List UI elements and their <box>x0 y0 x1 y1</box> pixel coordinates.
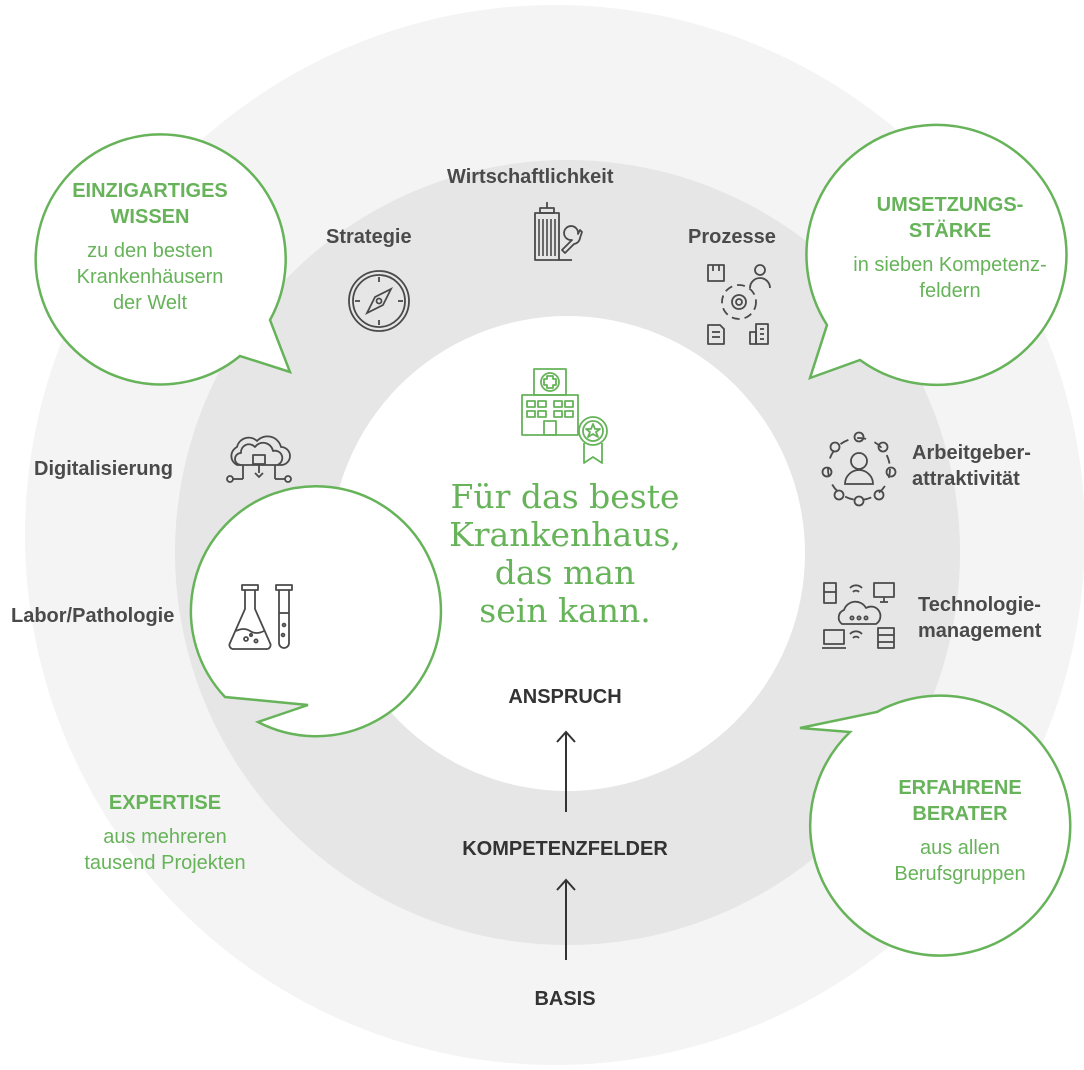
bubble-title-line: WISSEN <box>110 206 190 228</box>
bubble-title-line: EXPERTISE <box>108 792 222 814</box>
hospital-award-icon <box>521 368 608 464</box>
bubble-wissen: EINZIGARTIGES WISSEN zu den besten Krank… <box>40 178 260 316</box>
center-statement: Für das beste Krankenhaus, das man sein … <box>400 478 730 630</box>
label-strategie: Strategie <box>326 226 412 248</box>
label-arbeitgeber: Arbeitgeber- attraktivität <box>912 440 1031 492</box>
bubble-text-line: zu den besten <box>87 240 213 262</box>
bubble-title-line: BERATER <box>912 803 1008 825</box>
bubble-shape-expertise <box>189 485 443 738</box>
bubble-text-line: aus allen <box>919 837 1001 859</box>
level-label-kompetenzfelder: KOMPETENZFELDER <box>462 838 668 860</box>
bubble-title-line: STÄRKE <box>908 220 992 242</box>
cloud-network-icon <box>226 435 292 483</box>
bubble-text-line: Krankenhäusern <box>76 266 224 288</box>
arrow-up-upper <box>556 730 576 812</box>
building-wrench-icon <box>534 202 583 261</box>
lab-flask-icon <box>228 584 293 650</box>
people-circle-icon <box>821 431 897 507</box>
bubble-text-line: der Welt <box>112 292 188 314</box>
bubble-text-line: feldern <box>919 280 981 302</box>
label-arbeitgeber-line1: Arbeitgeber- <box>912 442 1031 464</box>
bubble-berater: ERFAHRENE BERATER aus allen Berufsgruppe… <box>830 775 1084 887</box>
bubble-title-line: ERFAHRENE <box>898 777 1022 799</box>
bubble-text-line: in sieben Kompetenz- <box>853 254 1047 276</box>
label-prozesse: Prozesse <box>688 226 776 248</box>
bubble-text-line: Berufsgruppen <box>894 863 1026 885</box>
bubble-text-line: aus mehreren <box>103 826 227 848</box>
process-network-icon <box>707 264 771 345</box>
bubble-title-line: UMSETZUNGS- <box>876 194 1024 216</box>
bubble-text-line: tausend Projekten <box>84 852 246 874</box>
center-line: Krankenhaus, <box>449 515 681 554</box>
bubble-shape-umsetzung <box>805 123 1068 387</box>
label-arbeitgeber-line2: attraktivität <box>912 468 1020 490</box>
compass-icon <box>348 270 410 332</box>
label-technologie-line2: management <box>918 620 1042 642</box>
label-technologie: Technologie- management <box>918 592 1041 644</box>
level-label-basis: BASIS <box>534 988 596 1010</box>
label-wirtschaftlichkeit: Wirtschaftlichkeit <box>447 166 614 188</box>
label-technologie-line1: Technologie- <box>918 594 1041 616</box>
arrow-up-lower <box>556 878 576 960</box>
bubble-title-line: EINZIGARTIGES <box>72 180 228 202</box>
bubble-shape-berater <box>799 694 1072 957</box>
label-labor-pathologie: Labor/Pathologie <box>11 605 175 627</box>
level-label-anspruch: ANSPRUCH <box>508 686 622 708</box>
label-digitalisierung: Digitalisierung <box>34 458 173 480</box>
center-line: sein kann. <box>479 591 651 630</box>
center-line: Für das beste <box>450 477 680 516</box>
devices-network-icon <box>822 582 895 649</box>
bubble-shape-wissen <box>34 133 293 386</box>
bubble-expertise: EXPERTISE aus mehreren tausend Projekten <box>45 790 285 876</box>
bubble-umsetzung: UMSETZUNGS- STÄRKE in sieben Kompetenz- … <box>820 192 1080 304</box>
center-line: das man <box>494 553 636 592</box>
